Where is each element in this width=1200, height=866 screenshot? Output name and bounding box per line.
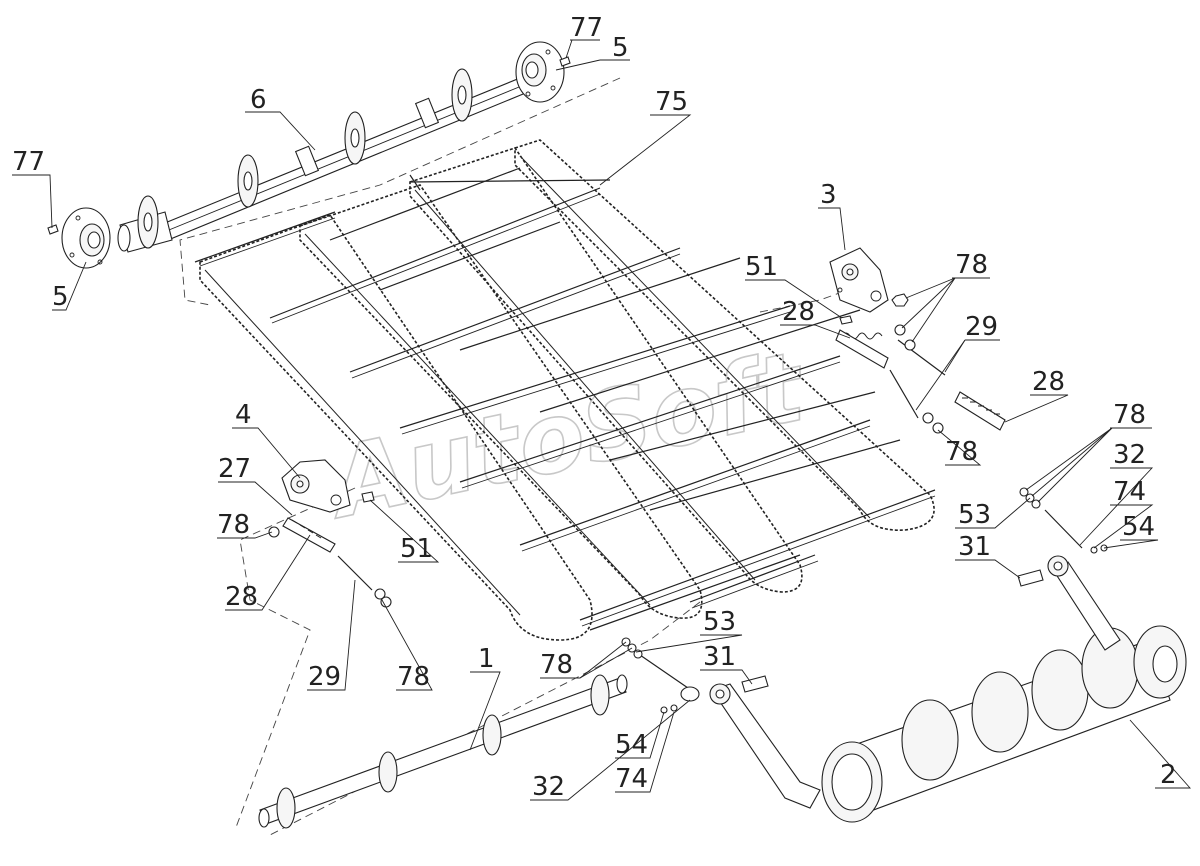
callout-54-right: 54 (1122, 512, 1155, 542)
callout-78-bottom: 78 (540, 650, 573, 680)
callout-28-right-top: 28 (782, 297, 815, 327)
bolt-77 (47, 56, 571, 235)
callout-32-right: 32 (1113, 440, 1146, 470)
callout-3: 3 (820, 180, 837, 210)
callout-5-left: 5 (52, 282, 69, 312)
callout-29-left: 29 (308, 662, 341, 692)
right-bracket-3 (829, 247, 889, 325)
callout-78-left-bottom: 78 (397, 662, 430, 692)
callout-51-left: 51 (400, 534, 433, 564)
callout-74-bottom: 74 (615, 764, 648, 794)
left-bracket-4 (281, 459, 375, 513)
callout-4: 4 (235, 400, 252, 430)
leader-lines (12, 39, 1191, 801)
callout-78-left: 78 (217, 510, 250, 540)
callout-5-top: 5 (612, 33, 629, 63)
callout-32-bottom: 32 (532, 772, 565, 802)
callout-2: 2 (1160, 760, 1177, 790)
callout-53-bottom: 53 (703, 607, 736, 637)
right-spring-assembly (835, 293, 1006, 434)
callout-74-right: 74 (1113, 477, 1146, 507)
flange-bearing-5-left (61, 207, 111, 269)
callout-1: 1 (478, 644, 495, 674)
callout-78-right-top: 78 (955, 250, 988, 280)
chain-conveyor-75 (194, 139, 936, 641)
callout-labels: 77 5 6 75 77 5 3 51 78 28 29 28 78 4 27 … (12, 13, 1177, 802)
callout-29-right: 29 (965, 312, 998, 342)
left-spring-assembly (268, 517, 392, 608)
drum-2 (821, 625, 1187, 823)
callout-78-right-upper: 78 (1113, 400, 1146, 430)
lower-shaft-1 (258, 674, 628, 829)
callout-6: 6 (250, 85, 267, 115)
flange-bearing-5-right (515, 41, 565, 103)
callout-27: 27 (218, 454, 251, 484)
upper-shaft-6 (117, 68, 529, 253)
callout-31-bottom: 31 (703, 642, 736, 672)
crank-arms (709, 555, 1121, 809)
lower-left-link (621, 637, 769, 714)
callout-77-top: 77 (570, 13, 603, 43)
callout-75: 75 (655, 87, 688, 117)
callout-78-right-mid: 78 (945, 437, 978, 467)
callout-77-left: 77 (12, 147, 45, 177)
callout-28-right: 28 (1032, 367, 1065, 397)
callout-28-left: 28 (225, 582, 258, 612)
watermark: AutoSoft (316, 330, 816, 541)
callout-51-right: 51 (745, 252, 778, 282)
callout-54-bottom: 54 (615, 730, 648, 760)
callout-53-right: 53 (958, 500, 991, 530)
callout-31-right: 31 (958, 532, 991, 562)
